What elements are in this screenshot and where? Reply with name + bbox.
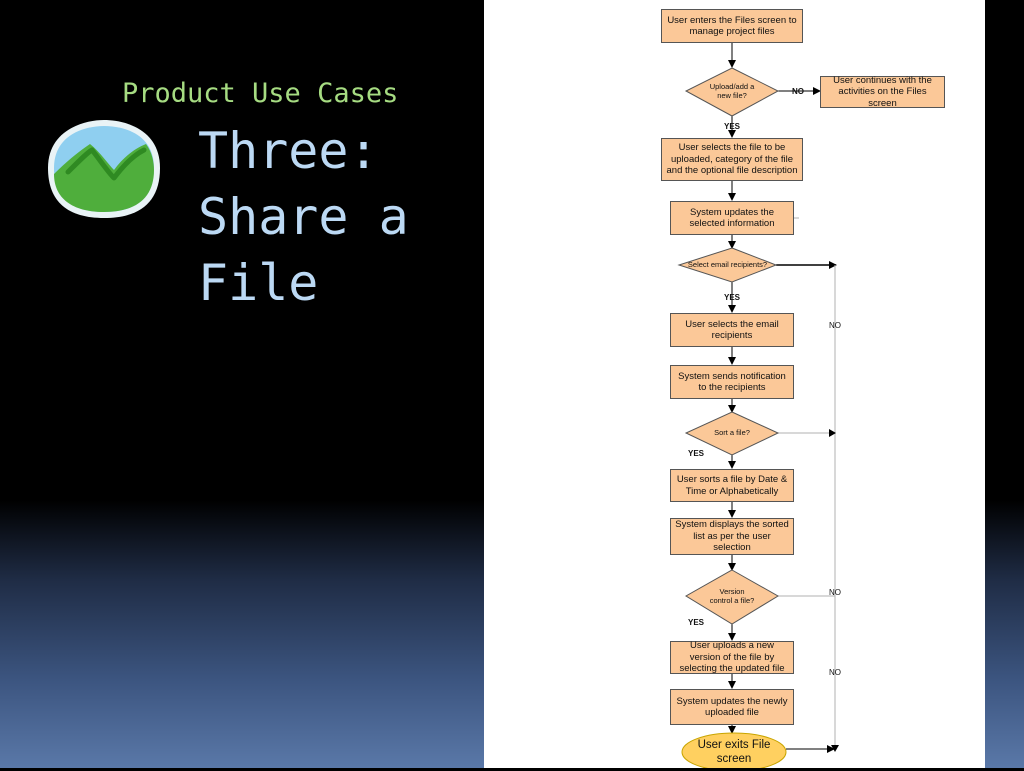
label-yes-version: YES bbox=[688, 618, 705, 627]
decision-version-control: Version control a file? bbox=[709, 587, 755, 605]
step-upload-new-version: User uploads a new version of the file b… bbox=[670, 640, 794, 674]
label-yes-sort: YES bbox=[688, 449, 705, 458]
label-no-version: NO bbox=[829, 588, 841, 597]
slide-title: Three: Share a File bbox=[198, 118, 478, 316]
label-no-upload: NO bbox=[792, 87, 804, 96]
label-yes-email: YES bbox=[724, 293, 741, 302]
step-display-sorted-list: System displays the sorted list as per t… bbox=[670, 518, 794, 555]
step-send-notification: System sends notification to the recipie… bbox=[670, 365, 794, 399]
label-yes-upload: YES bbox=[724, 122, 741, 131]
decision-upload-file: Upload/add a new file? bbox=[709, 82, 755, 100]
basecamp-logo-icon bbox=[40, 118, 168, 227]
step-enter-files-screen: User enters the Files screen to manage p… bbox=[661, 9, 803, 43]
label-no-bottom: NO bbox=[829, 668, 841, 677]
flowchart-connectors bbox=[677, 43, 839, 768]
step-system-updates-info: System updates the selected information bbox=[670, 201, 794, 235]
step-sort-file: User sorts a file by Date & Time or Alph… bbox=[670, 469, 794, 502]
step-select-file: User selects the file to be uploaded, ca… bbox=[661, 138, 803, 181]
step-select-recipients: User selects the email recipients bbox=[670, 313, 794, 347]
step-continue-activities: User continues with the activities on th… bbox=[820, 75, 945, 109]
title-line-3: File bbox=[198, 254, 319, 312]
slide-subtitle: Product Use Cases bbox=[122, 78, 399, 109]
decision-email-recipients: Select email recipients? bbox=[687, 259, 768, 269]
label-no-email: NO bbox=[829, 321, 841, 330]
terminal-exit-file-screen: User exits File screen bbox=[697, 739, 771, 765]
title-line-1: Three: bbox=[198, 122, 379, 180]
title-line-2: Share a bbox=[198, 188, 409, 246]
flowchart-panel: User enters the Files screen to manage p… bbox=[484, 0, 985, 768]
step-system-updates-uploaded: System updates the newly uploaded file bbox=[670, 689, 794, 725]
decision-sort-file: Sort a file? bbox=[714, 428, 750, 438]
